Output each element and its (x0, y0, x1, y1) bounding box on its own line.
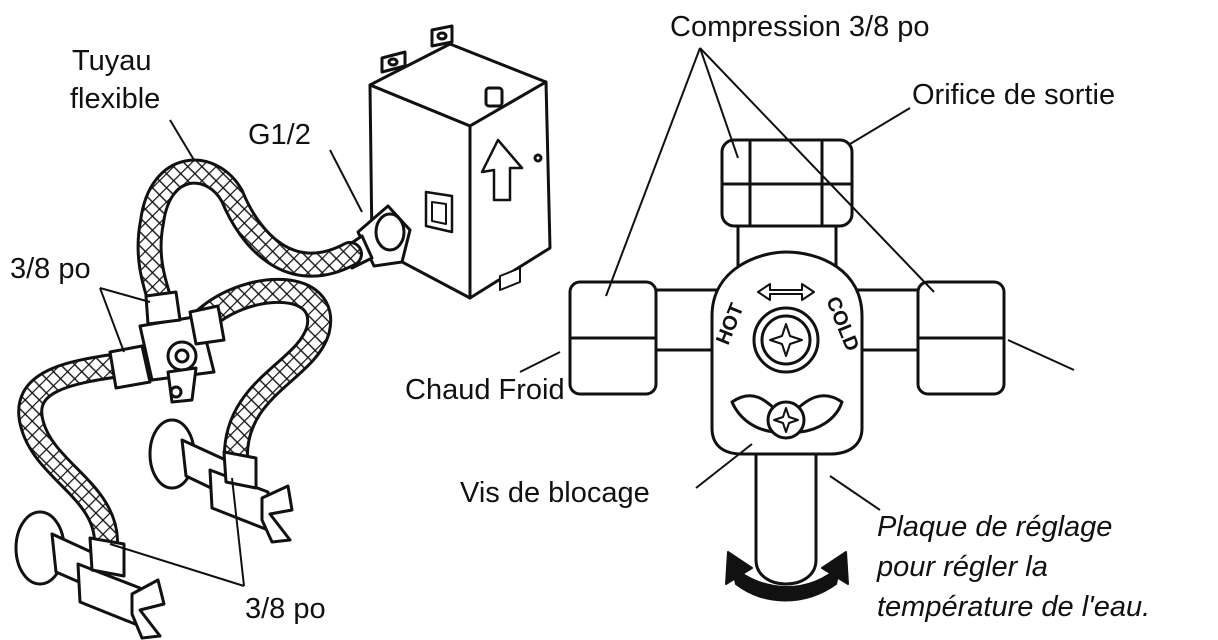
label-plaque-line2: pour régler la (877, 551, 1048, 583)
stop-valve-right (148, 418, 294, 544)
label-plaque-line1: Plaque de réglage (877, 511, 1113, 543)
label-vis: Vis de blocage (460, 477, 650, 509)
label-compression: Compression 3/8 po (670, 11, 930, 43)
stop-valve-left (14, 510, 166, 640)
leader-lines-left (99, 119, 363, 587)
mixing-tee (108, 290, 226, 404)
label-tuyau-line1: Tuyau (72, 45, 152, 77)
control-box (342, 24, 552, 300)
label-g12: G1/2 (248, 119, 311, 151)
label-tuyau-line2: flexible (70, 83, 161, 115)
label-plaque-line3: température de l'eau. (877, 591, 1151, 623)
label-size-top: 3/8 po (10, 253, 91, 285)
label-orifice: Orifice de sortie (912, 79, 1116, 111)
label-size-bottom: 3/8 po (245, 593, 326, 625)
leader-lines-right (519, 47, 1075, 511)
thermostatic-valve (568, 138, 1006, 602)
label-chaud-froid: Chaud Froid (405, 374, 565, 406)
flexible-hoses (17, 158, 363, 553)
